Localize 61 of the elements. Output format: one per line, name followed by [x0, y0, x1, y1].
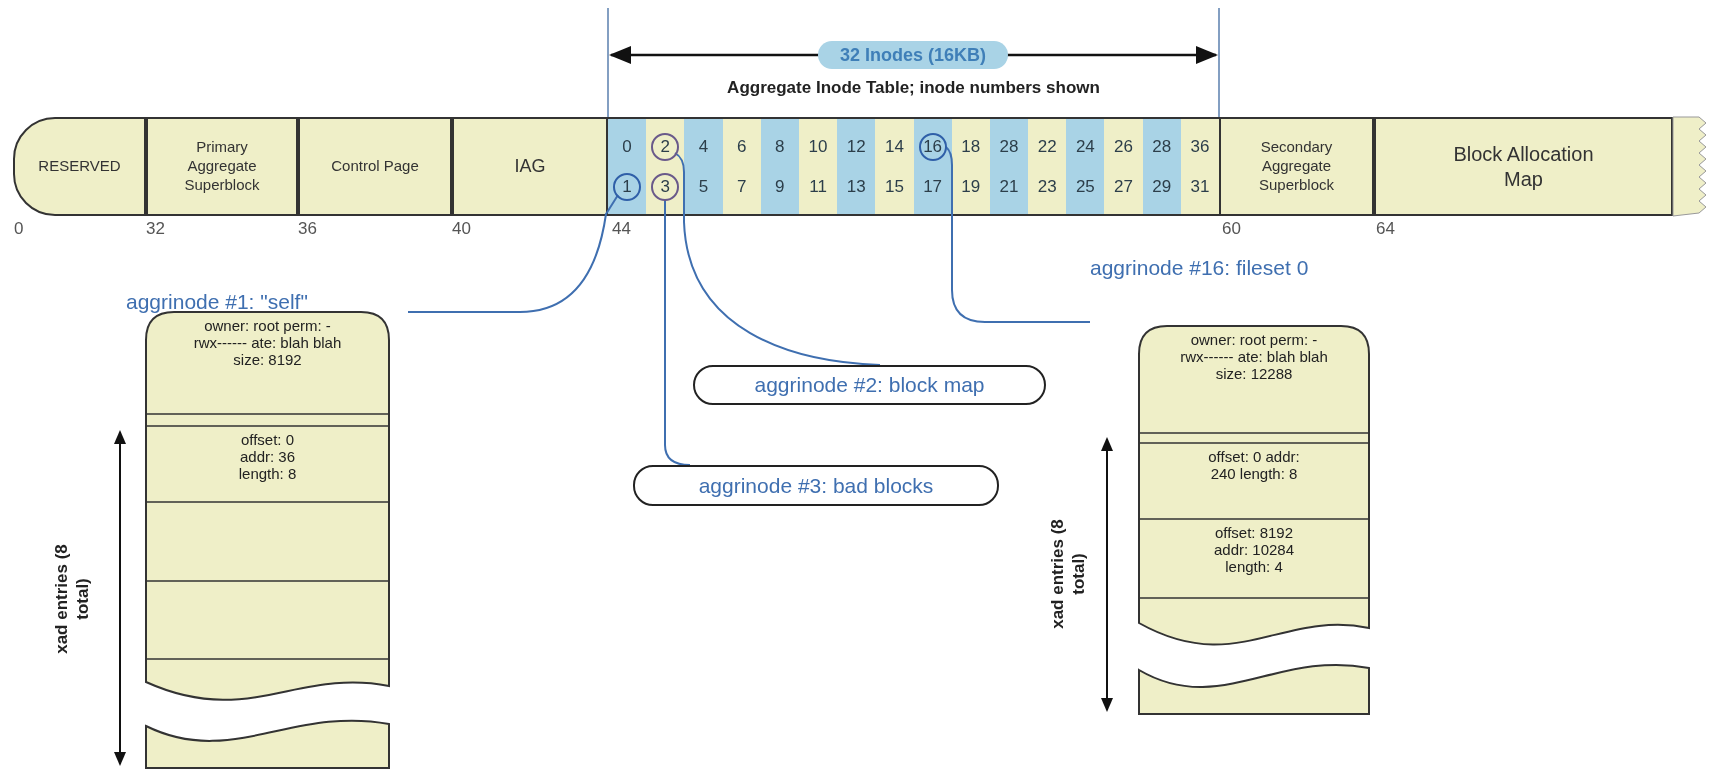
inode-number: 15 [880, 173, 909, 201]
disk-region: Primary Aggregate Superblock [146, 117, 298, 216]
inode-number: 14 [880, 133, 909, 161]
scale-number: 44 [612, 219, 631, 239]
inode-number: 11 [804, 173, 833, 201]
inode-number: 19 [956, 173, 985, 201]
dimension-label: xad entries (8 total) [1047, 518, 1089, 631]
scale-number: 32 [146, 219, 165, 239]
disk-region: Block Allocation Map [1374, 117, 1673, 216]
record-heading: aggrinode #1: "self" [126, 290, 308, 314]
leader-line [945, 146, 1091, 323]
circled-inode-number: 1 [613, 173, 642, 201]
circled-inode-number: 2 [651, 133, 680, 161]
inode-number: 10 [804, 133, 833, 161]
inode-number: 28 [1147, 133, 1176, 161]
inode-number: 18 [956, 133, 985, 161]
inode-number: 0 [613, 133, 642, 161]
inode-number: 5 [689, 173, 718, 201]
record-heading: aggrinode #16: fileset 0 [1090, 256, 1309, 280]
inode-number: 31 [1185, 173, 1214, 201]
table-heading: Aggregate Inode Table; inode numbers shown [726, 78, 1101, 98]
inode-number: 22 [1033, 133, 1062, 161]
scale-number: 64 [1376, 219, 1395, 239]
inode-number: 6 [727, 133, 756, 161]
inode-number: 8 [765, 133, 794, 161]
callout-label: aggrinode #3: bad blocks [633, 465, 999, 506]
xad-entry: offset: 0 addr: 36 length: 8 [237, 431, 298, 482]
inode-number: 24 [1071, 133, 1100, 161]
disk-region: IAG [452, 117, 608, 216]
scale-number: 36 [298, 219, 317, 239]
circled-inode-number: 3 [651, 173, 680, 201]
inode-number: 13 [842, 173, 871, 201]
dimension-label: xad entries (8 total) [51, 543, 93, 656]
inode-number: 9 [765, 173, 794, 201]
leader-line [407, 194, 619, 313]
xad-entry: offset: 8192 addr: 10284 length: 4 [1212, 524, 1296, 575]
inode-number: 4 [689, 133, 718, 161]
inode-fields: owner: root perm: -rwx------ ate: blah blah size: 8192 [192, 317, 343, 368]
disk-region: Control Page [298, 117, 452, 216]
inode-number: 21 [994, 173, 1023, 201]
inode-number: 7 [727, 173, 756, 201]
inode-number: 12 [842, 133, 871, 161]
inode-fields: owner: root perm: -rwx------ ate: blah blah size: 12288 [1179, 331, 1329, 382]
disk-region: Secondary Aggregate Superblock [1219, 117, 1374, 216]
inode-number: 36 [1185, 133, 1214, 161]
inode-number: 29 [1147, 173, 1176, 201]
inode-number: 27 [1109, 173, 1138, 201]
scale-number: 0 [14, 219, 24, 239]
circled-inode-number: 16 [918, 133, 947, 161]
inode-number: 23 [1033, 173, 1062, 201]
scale-number: 40 [452, 219, 471, 239]
leader-line [674, 152, 881, 366]
callout-label: aggrinode #2: block map [693, 365, 1046, 405]
scale-number: 60 [1222, 219, 1241, 239]
dimension-label: 32 Inodes (16KB) [818, 41, 1008, 69]
inode-number: 25 [1071, 173, 1100, 201]
inode-number: 17 [918, 173, 947, 201]
xad-entry: offset: 0 addr: 240 length: 8 [1207, 448, 1301, 482]
inode-number: 26 [1109, 133, 1138, 161]
disk-region: RESERVED [13, 117, 146, 216]
inode-number: 28 [994, 133, 1023, 161]
